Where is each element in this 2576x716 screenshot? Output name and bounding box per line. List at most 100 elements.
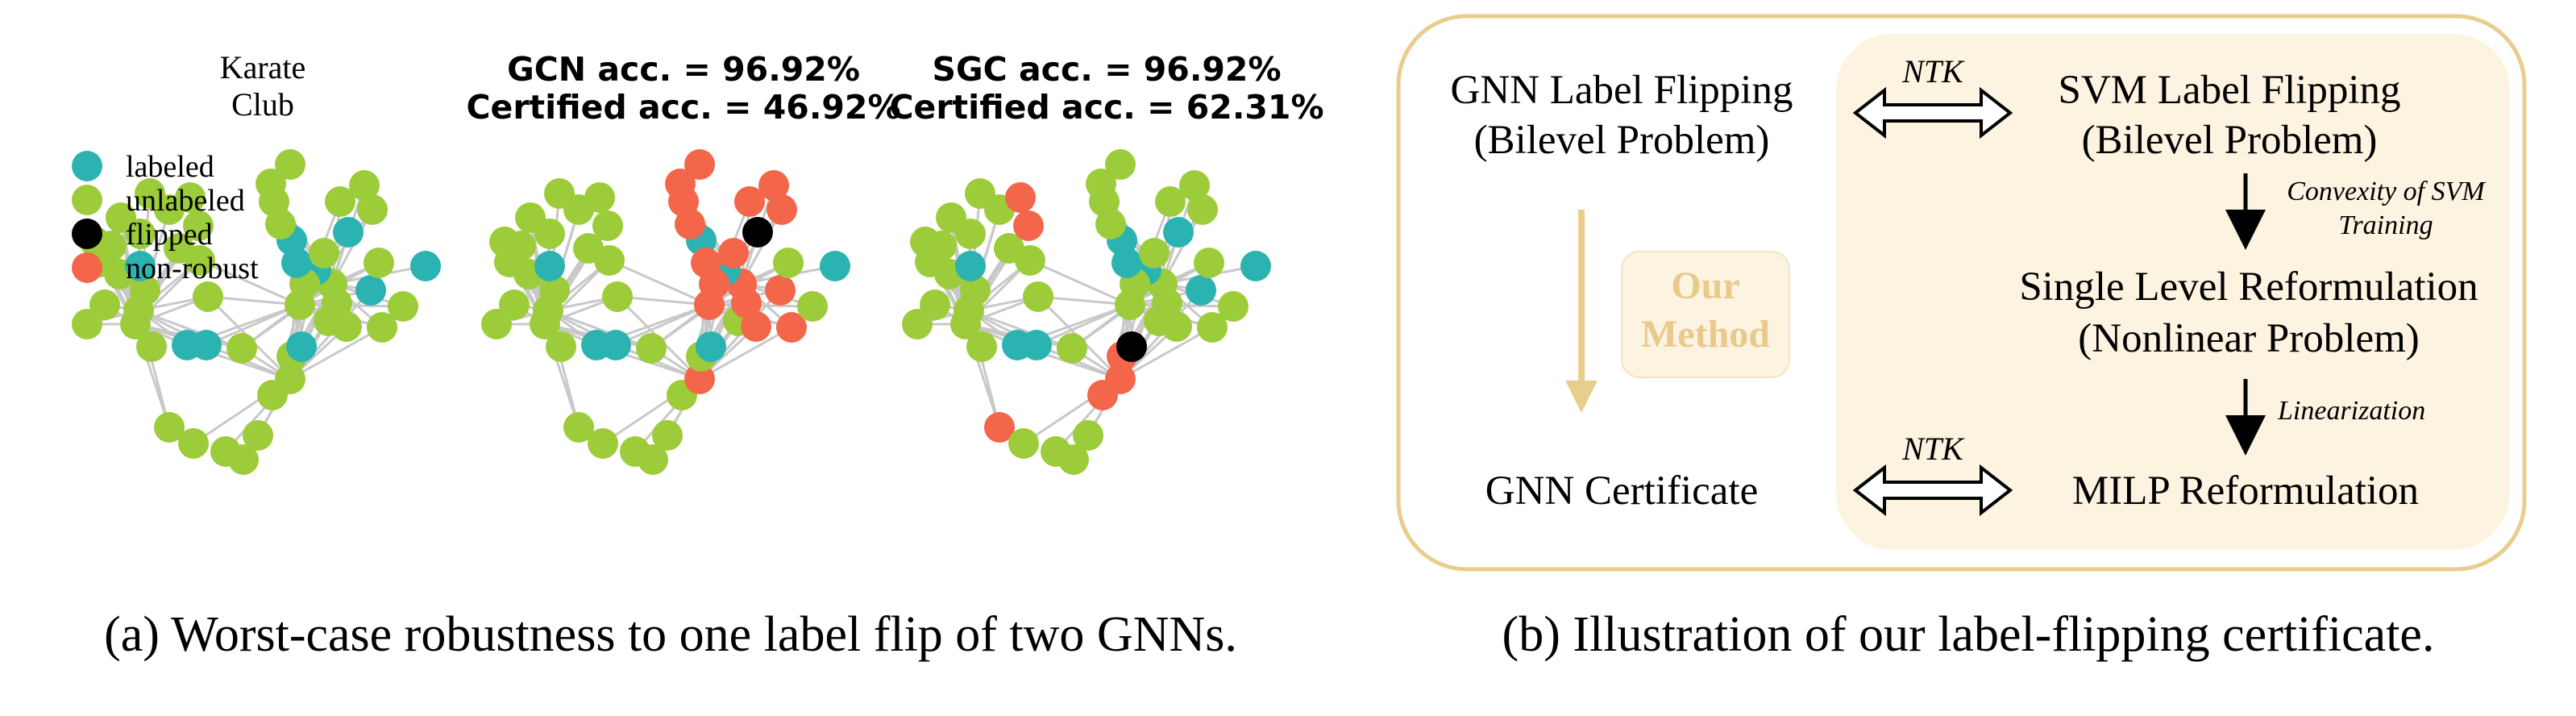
graph-node [286, 331, 317, 362]
graph-node [718, 238, 749, 268]
graph-node [164, 233, 194, 264]
our-method-line1: Our [1671, 264, 1739, 307]
graph-node [1086, 169, 1116, 199]
single-level-subtitle: (Nonlinear Problem) [2078, 316, 2419, 361]
graph-node [1179, 170, 1210, 201]
graph-node [636, 333, 667, 364]
svm-label-flipping-subtitle: (Bilevel Problem) [2082, 118, 2378, 163]
graph-node [178, 428, 209, 459]
inner-region [1836, 34, 2510, 550]
graph-node [984, 412, 1015, 443]
graph-edge [699, 326, 792, 381]
gcn-certified-acc: Certified acc. = 46.92% [466, 88, 900, 127]
graph-edge [207, 295, 301, 306]
karate-title-line1: Karate [220, 49, 306, 85]
graph-node [499, 289, 530, 320]
graph-node [960, 275, 991, 306]
graph-node [742, 217, 773, 248]
gnn-label-flipping-subtitle: (Bilevel Problem) [1474, 118, 1770, 163]
graph-node [130, 275, 160, 306]
svm-label-flipping-title: SVM Label Flipping [2058, 68, 2400, 113]
graph-node [936, 202, 966, 233]
graph-node [1194, 248, 1224, 278]
graph-node [684, 149, 715, 180]
graph-node [281, 248, 312, 278]
graph-node [367, 312, 397, 343]
graph-node [125, 251, 156, 281]
graph-node [902, 309, 933, 339]
graph-node [1186, 275, 1216, 306]
karate-title-line2: Club [231, 86, 294, 123]
graph-node [665, 169, 696, 199]
graph-node [584, 182, 615, 213]
legend-label-labeled: labeled [126, 150, 214, 184]
graph-gcn [481, 149, 850, 475]
ntk-label-top: NTK [1901, 53, 1965, 90]
graph-edge [547, 309, 652, 350]
graph-edge [1036, 303, 1131, 347]
legend-label-flipped: flipped [126, 218, 213, 252]
sgc-certified-acc: Certified acc. = 62.31% [889, 88, 1323, 127]
graph-node [910, 227, 941, 257]
graph-node [776, 312, 807, 343]
graph-node [243, 420, 273, 451]
graph-node [544, 178, 575, 209]
graph-node [175, 182, 206, 213]
graph-edge [289, 326, 383, 381]
graph-node [767, 194, 797, 225]
graph-node [275, 149, 305, 180]
gcn-acc: GCN acc. = 96.92% [507, 50, 860, 89]
legend-dot-unlabeled [72, 185, 102, 215]
graph-node [638, 444, 668, 475]
graph-node [515, 202, 546, 233]
graph-node [539, 275, 570, 306]
graph-node [285, 289, 315, 320]
graph-node [758, 170, 789, 201]
graph-node [481, 309, 512, 339]
graph-node [183, 210, 214, 241]
graph-node [546, 331, 576, 362]
graph-node [600, 330, 631, 360]
ntk-double-arrow-top [1852, 86, 2013, 139]
graph-edge [199, 259, 301, 306]
graph-node [652, 420, 683, 451]
graph-node [226, 333, 257, 364]
panel-a: Karate Club GCN acc. = 96.92% Certified … [72, 49, 1324, 662]
graph-node [388, 291, 418, 322]
graph-node [1023, 281, 1053, 312]
graph-node [1187, 194, 1218, 225]
graph-node [193, 281, 223, 312]
graph-node [333, 217, 364, 248]
graph-node [563, 412, 594, 443]
graph-node [89, 289, 120, 320]
graph-node [534, 251, 565, 281]
graph-node [773, 248, 804, 278]
legend-entry-non-robust: non-robust [72, 252, 259, 285]
graph-node [1021, 330, 1052, 360]
graph-node [1013, 210, 1044, 241]
convexity-label-line1: Convexity of SVM [2287, 177, 2486, 206]
graph-node [1115, 289, 1145, 320]
graph-karate-club [72, 149, 441, 475]
graph-node [965, 178, 995, 209]
graph-node [731, 288, 762, 318]
graph-edge [138, 309, 243, 350]
graph-node [1008, 428, 1039, 459]
graph-node [364, 248, 394, 278]
graph-node [135, 178, 165, 209]
our-method-line2: Method [1641, 313, 1770, 356]
graph-node [228, 444, 259, 475]
graph-node [573, 233, 604, 264]
graph-node [256, 169, 286, 199]
milp-reformulation: MILP Reformulation [2072, 468, 2419, 514]
graph-node [191, 330, 222, 360]
graph-node [588, 428, 618, 459]
graph-node [325, 186, 355, 217]
sgc-acc: SGC acc. = 96.92% [932, 50, 1281, 89]
graph-node [797, 291, 828, 322]
graph-node [72, 309, 102, 339]
graph-node [1111, 248, 1142, 278]
graph-node [694, 289, 725, 320]
graph-node [1218, 291, 1249, 322]
graph-node [1163, 217, 1194, 248]
